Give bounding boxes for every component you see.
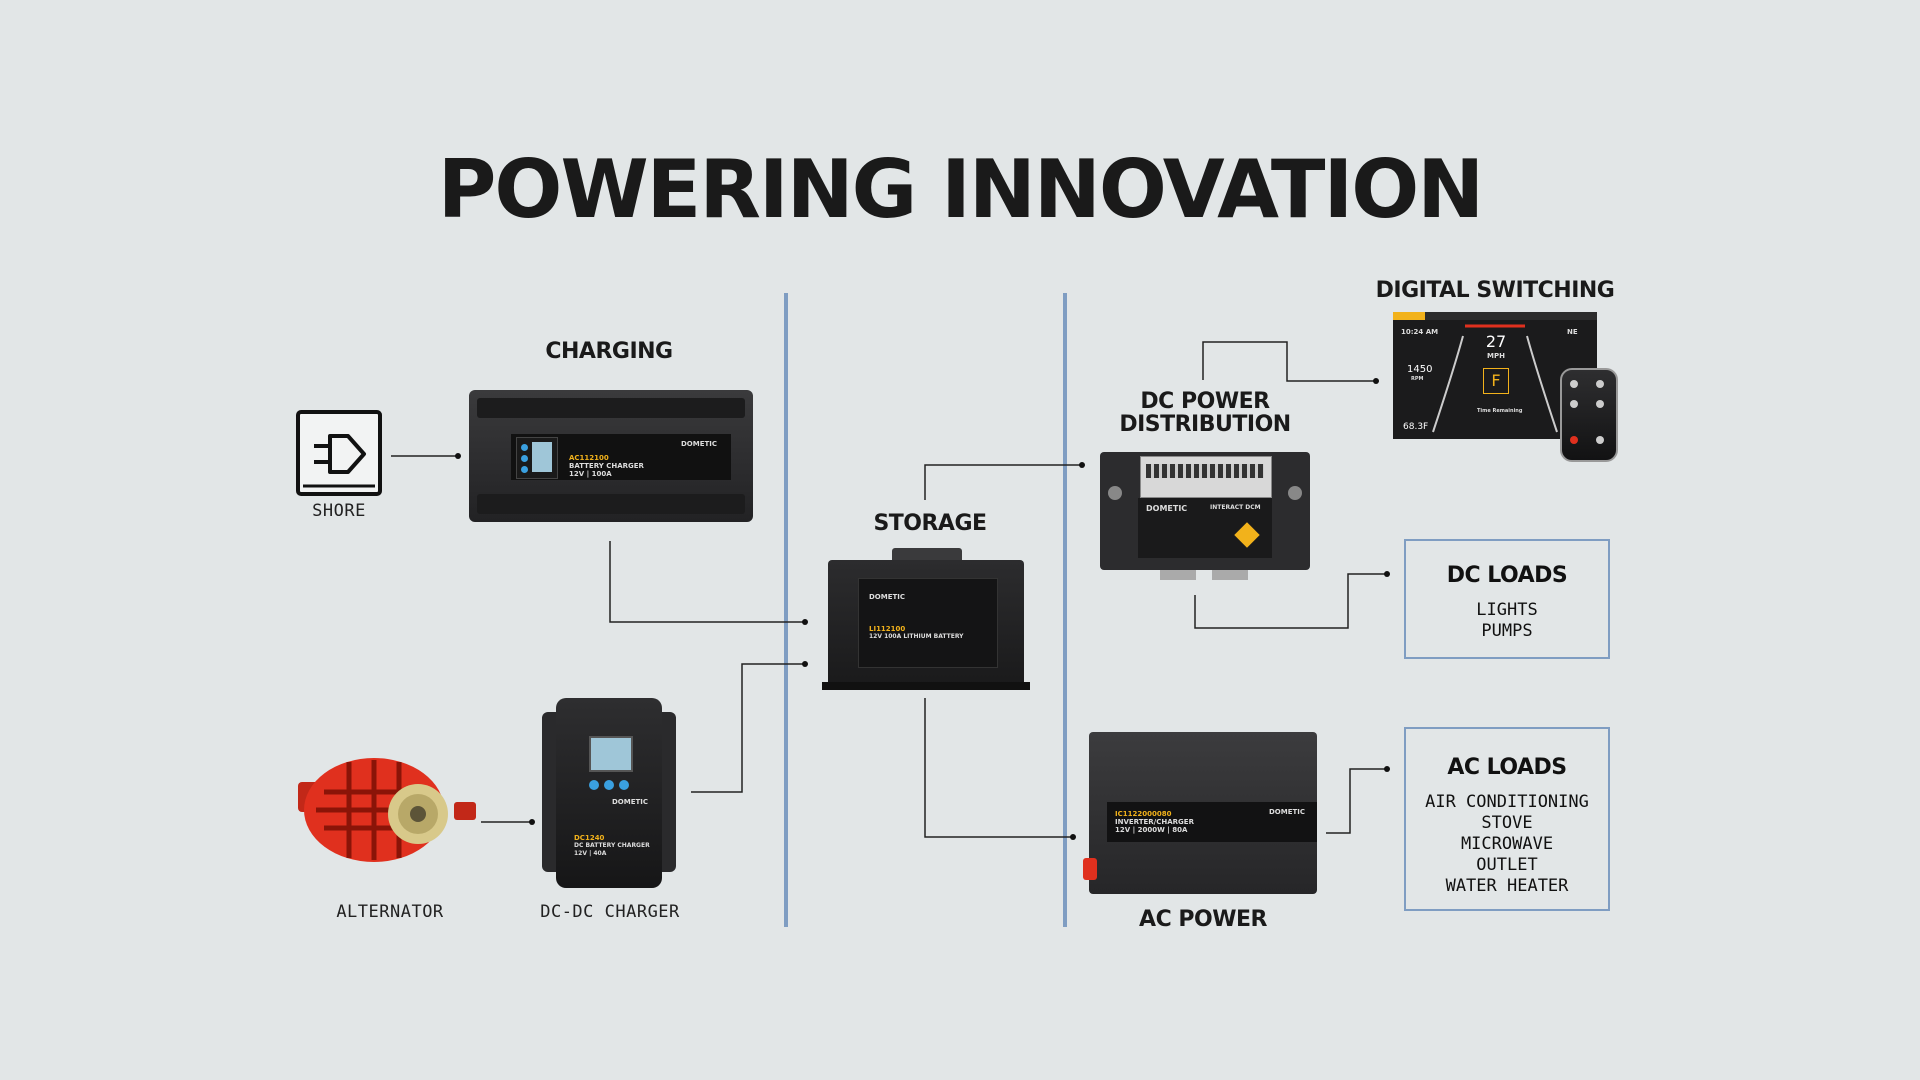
charging-heading: CHARGING — [545, 339, 673, 364]
storage-to-inverter-line — [924, 698, 1073, 838]
display-rpm-unit: RPM — [1411, 376, 1424, 382]
alternator-label: ALTERNATOR — [336, 902, 444, 922]
connector-dot — [1070, 834, 1076, 840]
inverter-spec: 12V | 2000W | 80A — [1115, 826, 1188, 834]
charger-to-storage-line — [609, 541, 805, 623]
dc-distribution-module: DOMETIC INTERACT DCM — [1100, 446, 1310, 586]
display-rpm: 1450 — [1407, 364, 1433, 375]
dc-load-item: LIGHTS — [1476, 600, 1538, 620]
dcm-brand: DOMETIC — [1146, 504, 1188, 513]
connector-dot — [1079, 462, 1085, 468]
dcdc-spec: 12V | 40A — [574, 850, 607, 857]
battery-model: LI112100 — [869, 625, 906, 633]
dcm-desc: INTERACT DCM — [1210, 504, 1261, 511]
key-fob — [1560, 368, 1618, 462]
dc-loads-title: DC LOADS — [1446, 563, 1568, 588]
display-speed-unit: MPH — [1487, 352, 1505, 360]
charger-model: AC112100 — [569, 454, 609, 462]
charger-spec: 12V | 100A — [569, 470, 612, 478]
shore-label: SHORE — [312, 501, 366, 521]
lithium-battery-device: DOMETIC LI112100 12V 100A LITHIUM BATTER… — [822, 548, 1030, 690]
dcdc-brand: DOMETIC — [612, 798, 649, 806]
dcdc-charger-device: DOMETIC DC1240 DC BATTERY CHARGER 12V | … — [542, 698, 676, 888]
shore-plug-icon — [296, 410, 382, 496]
alternator-image — [294, 752, 484, 864]
storage-to-dc-distribution-line — [924, 464, 1082, 500]
display-temp: 68.3F — [1403, 422, 1429, 432]
connector-dot — [529, 819, 535, 825]
ac-load-item: OUTLET — [1476, 855, 1538, 875]
connector-dot — [802, 661, 808, 667]
display-heading: NE — [1567, 328, 1578, 336]
ac-power-heading: AC POWER — [1139, 907, 1267, 932]
page-title: POWERING INNOVATION — [437, 143, 1484, 236]
dc-distribution-heading: DC POWER DISTRIBUTION — [1119, 389, 1291, 437]
inverter-brand: DOMETIC — [1269, 808, 1306, 816]
inverter-model: IC1122000080 — [1115, 810, 1172, 818]
ac-load-item: AIR CONDITIONING — [1425, 792, 1589, 812]
dcdc-to-storage-line — [691, 663, 805, 793]
connector-dot — [455, 453, 461, 459]
dc-loads-box: DC LOADS LIGHTS PUMPS — [1404, 539, 1610, 659]
connector-dot — [1384, 571, 1390, 577]
dcdc-model: DC1240 — [574, 834, 605, 842]
inverter-charger-device: IC1122000080 INVERTER/CHARGER 12V | 2000… — [1083, 728, 1319, 898]
connector-dot — [1373, 378, 1379, 384]
dc-distribution-to-dc-loads-line — [1194, 573, 1387, 629]
inverter-desc: INVERTER/CHARGER — [1115, 818, 1194, 826]
charger-desc: BATTERY CHARGER — [569, 462, 644, 470]
dcdc-charger-label: DC-DC CHARGER — [540, 902, 680, 922]
display-time: 10:24 AM — [1401, 328, 1439, 336]
ac-load-item: STOVE — [1481, 813, 1533, 833]
ac-loads-title: AC LOADS — [1447, 755, 1567, 780]
ac-loads-box: AC LOADS AIR CONDITIONING STOVE MICROWAV… — [1404, 727, 1610, 911]
ac-load-item: MICROWAVE — [1460, 834, 1554, 854]
battery-charger-device: AC112100 BATTERY CHARGER 12V | 100A DOME… — [469, 390, 753, 522]
display-remaining: Time Remaining — [1477, 408, 1523, 414]
battery-desc: 12V 100A LITHIUM BATTERY — [869, 633, 964, 640]
charger-brand: DOMETIC — [681, 440, 718, 448]
battery-brand: DOMETIC — [869, 593, 906, 601]
display-gear: F — [1483, 368, 1509, 394]
dc-distribution-to-switching-line — [1202, 341, 1376, 382]
dc-load-item: PUMPS — [1481, 621, 1533, 641]
connector-dot — [1384, 766, 1390, 772]
display-speed: 27 — [1485, 332, 1507, 351]
ac-load-item: WATER HEATER — [1445, 876, 1569, 896]
storage-heading: STORAGE — [873, 511, 987, 536]
divider-left — [784, 293, 788, 927]
divider-right — [1063, 293, 1067, 927]
digital-switching-heading: DIGITAL SWITCHING — [1375, 278, 1615, 303]
dcdc-desc: DC BATTERY CHARGER — [574, 842, 650, 849]
inverter-to-ac-loads-line — [1326, 768, 1387, 834]
connector-dot — [802, 619, 808, 625]
